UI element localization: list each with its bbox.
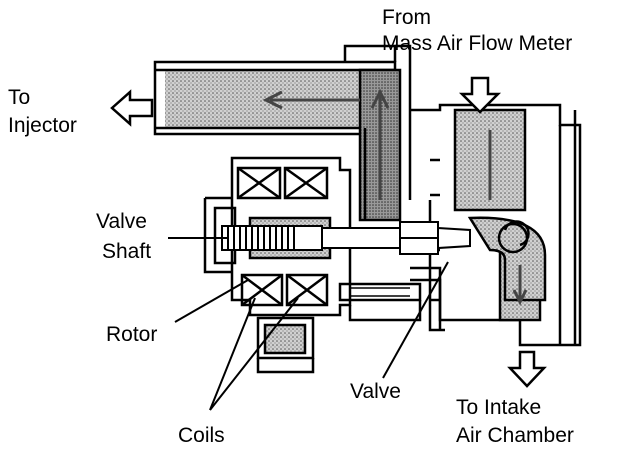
arrow-down-from-maf xyxy=(458,76,502,114)
lower-body xyxy=(256,266,442,374)
label-valve-shaft-1: Valve xyxy=(96,210,147,233)
label-mass-air-flow-meter: Mass Air Flow Meter xyxy=(382,32,573,55)
valve-shaft xyxy=(221,221,471,255)
label-air-chamber: Air Chamber xyxy=(456,424,574,447)
outlet-elbow xyxy=(467,216,547,302)
label-valve: Valve xyxy=(350,380,401,403)
label-from: From xyxy=(382,6,431,29)
arrow-down-to-intake xyxy=(507,350,547,388)
label-coils: Coils xyxy=(178,424,225,447)
flow-arrows xyxy=(262,88,528,306)
label-rotor: Rotor xyxy=(106,323,158,346)
arrow-left-to-injector xyxy=(110,89,154,127)
label-to: To xyxy=(8,86,31,109)
label-injector: Injector xyxy=(8,114,77,137)
injector-pipe xyxy=(153,44,412,200)
label-valve-shaft-2: Shaft xyxy=(102,240,152,263)
label-to-intake: To Intake xyxy=(456,396,542,419)
leader-lines xyxy=(168,237,449,411)
